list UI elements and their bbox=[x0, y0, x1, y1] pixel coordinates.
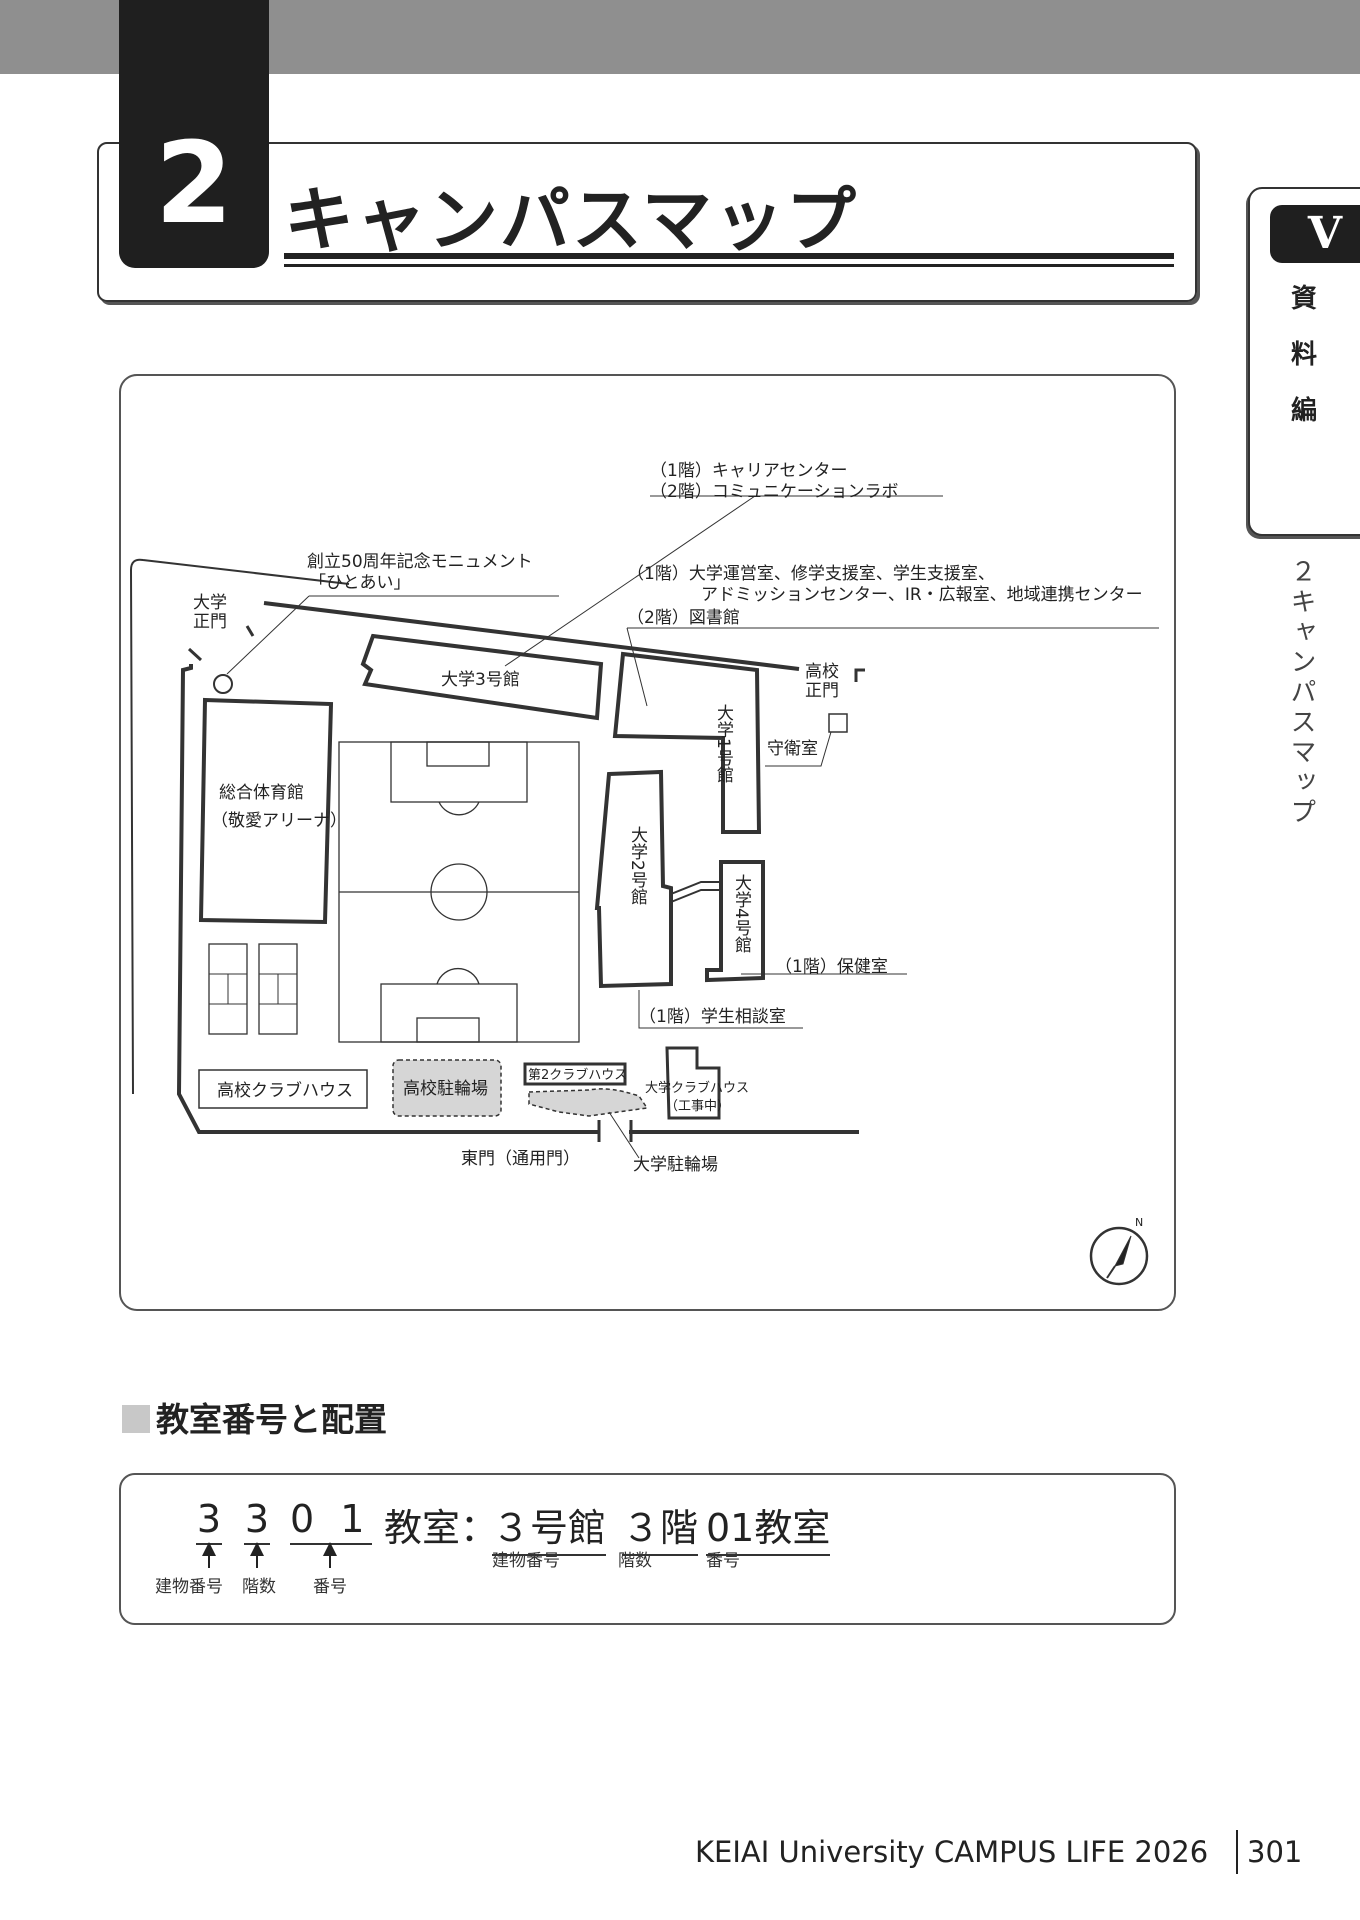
label-univ-parking: 大学駐輪場 bbox=[633, 1155, 718, 1175]
label-univ-gate-2: 正門 bbox=[193, 612, 227, 632]
page-title: キャンパスマップ bbox=[284, 179, 858, 261]
classroom-heading: 教室番号と配置 bbox=[122, 1393, 387, 1441]
arrow-up-icon bbox=[202, 1542, 216, 1556]
label-building-1: 大学1号館 bbox=[713, 704, 734, 783]
arrow-shaft bbox=[256, 1554, 258, 1568]
label-health: （1階）保健室 bbox=[775, 957, 888, 977]
digit-number-2: 1 bbox=[340, 1497, 391, 1541]
label-univ-clubhouse-2: （工事中） bbox=[665, 1099, 730, 1114]
part-building-sub: 建物番号 bbox=[492, 1551, 560, 1571]
hs-gate-mark bbox=[854, 668, 865, 682]
label-career: （1階）キャリアセンター bbox=[650, 461, 847, 481]
label-univ-gate: 大学 bbox=[193, 593, 227, 613]
north-label: N bbox=[1135, 1216, 1143, 1229]
part-floor-sub: 階数 bbox=[618, 1551, 652, 1571]
building-2 bbox=[594, 769, 673, 989]
side-section-title: ２キャンパスマップ bbox=[1286, 558, 1316, 828]
compass bbox=[1089, 1226, 1149, 1286]
chapter-char-2: 料 bbox=[1290, 340, 1317, 370]
classroom-example-box bbox=[119, 1473, 1176, 1625]
label-guard: 守衛室 bbox=[767, 739, 818, 759]
page-number: 301 bbox=[1247, 1835, 1303, 1869]
campus-map-frame bbox=[119, 374, 1176, 1311]
univ-parking bbox=[528, 1088, 649, 1117]
hs-parking bbox=[392, 1059, 502, 1117]
part-building: ３号館 bbox=[492, 1497, 607, 1556]
digit-number: 01 bbox=[290, 1497, 372, 1545]
label-gym: 総合体育館 bbox=[219, 783, 304, 803]
footer-separator bbox=[1236, 1830, 1238, 1874]
arrow-shaft bbox=[329, 1554, 331, 1568]
label-monument-name: 「ひとあい」 bbox=[309, 573, 411, 593]
univ-clubhouse bbox=[665, 1046, 721, 1120]
north-wall bbox=[263, 601, 800, 671]
digit-number-1: 0 bbox=[290, 1497, 341, 1541]
title-rule bbox=[284, 253, 1174, 259]
section-number: 2 bbox=[155, 119, 233, 249]
heading-square-icon bbox=[122, 1405, 150, 1433]
title-frame bbox=[97, 142, 1197, 302]
arrow-label-number: 番号 bbox=[313, 1577, 347, 1597]
part-room: 01教室 bbox=[706, 1497, 831, 1556]
monument-marker bbox=[213, 674, 233, 694]
part-room-sub: 番号 bbox=[706, 1551, 740, 1571]
footer-title: KEIAI University CAMPUS LIFE 2026 bbox=[695, 1835, 1209, 1869]
hs-clubhouse bbox=[198, 1069, 368, 1109]
label-building-4: 大学4号館 bbox=[731, 874, 752, 953]
title-rule-thin bbox=[284, 264, 1174, 267]
label-hs-parking: 高校駐輪場 bbox=[403, 1079, 488, 1099]
west-wall bbox=[176, 664, 599, 1134]
label-building-3: 大学3号館 bbox=[441, 670, 520, 690]
court-2 bbox=[258, 943, 298, 1035]
digit-floor: 3 bbox=[244, 1497, 270, 1545]
label-library: （2階）図書館 bbox=[627, 608, 740, 628]
label-east-gate: 東門（通用門） bbox=[461, 1149, 580, 1169]
label-monument: 創立50周年記念モニュメント bbox=[307, 551, 533, 572]
part-floor: ３階 bbox=[622, 1497, 699, 1556]
label-counsel: （1階）学生相談室 bbox=[639, 1007, 786, 1027]
label-b1-floor1: （1階）大学運営室、修学支援室、学生支援室、 bbox=[627, 564, 995, 584]
chapter-char-3: 編 bbox=[1290, 396, 1317, 426]
campus-boundary bbox=[129, 558, 350, 1095]
court-1 bbox=[208, 943, 248, 1035]
building-4 bbox=[705, 860, 765, 983]
classroom-heading-text: 教室番号と配置 bbox=[156, 1400, 387, 1439]
label-comm-lab: （2階）コミュニケーションラボ bbox=[650, 482, 898, 502]
building-1 bbox=[612, 651, 762, 834]
digit-building: 3 bbox=[196, 1497, 222, 1545]
arrow-up-icon bbox=[250, 1542, 264, 1556]
label-b1-floor1-b: アドミッションセンター、IR・広報室、地域連携センター bbox=[701, 585, 1143, 605]
guard-house bbox=[828, 713, 848, 733]
section-number-block: 2 bbox=[119, 0, 269, 268]
arrow-shaft bbox=[208, 1554, 210, 1568]
label-club-house-2: 第2クラブハウス bbox=[528, 1067, 627, 1083]
arrow-label-floor: 階数 bbox=[242, 1577, 276, 1597]
club-house-2 bbox=[523, 1062, 627, 1086]
campus-map: （1階）キャリアセンター （2階）コミュニケーションラボ 創立50周年記念モニュ… bbox=[129, 461, 1159, 1286]
label-hs-clubhouse: 高校クラブハウス bbox=[217, 1080, 353, 1101]
label-gym-arena: （敬愛アリーナ） bbox=[211, 811, 347, 831]
kyoshitsu-label: 教室： bbox=[384, 1506, 499, 1550]
chapter-char-1: 資 bbox=[1290, 284, 1317, 314]
label-univ-clubhouse: 大学クラブハウス bbox=[645, 1080, 749, 1096]
gym bbox=[198, 697, 334, 925]
label-building-2: 大学2号館 bbox=[627, 826, 648, 905]
chapter-number: V bbox=[1270, 205, 1360, 263]
label-hs-gate: 高校 bbox=[805, 662, 839, 682]
building-3 bbox=[360, 633, 604, 721]
arrow-up-icon bbox=[323, 1542, 337, 1556]
arrow-label-building: 建物番号 bbox=[155, 1577, 223, 1597]
label-hs-gate-2: 正門 bbox=[805, 681, 839, 701]
